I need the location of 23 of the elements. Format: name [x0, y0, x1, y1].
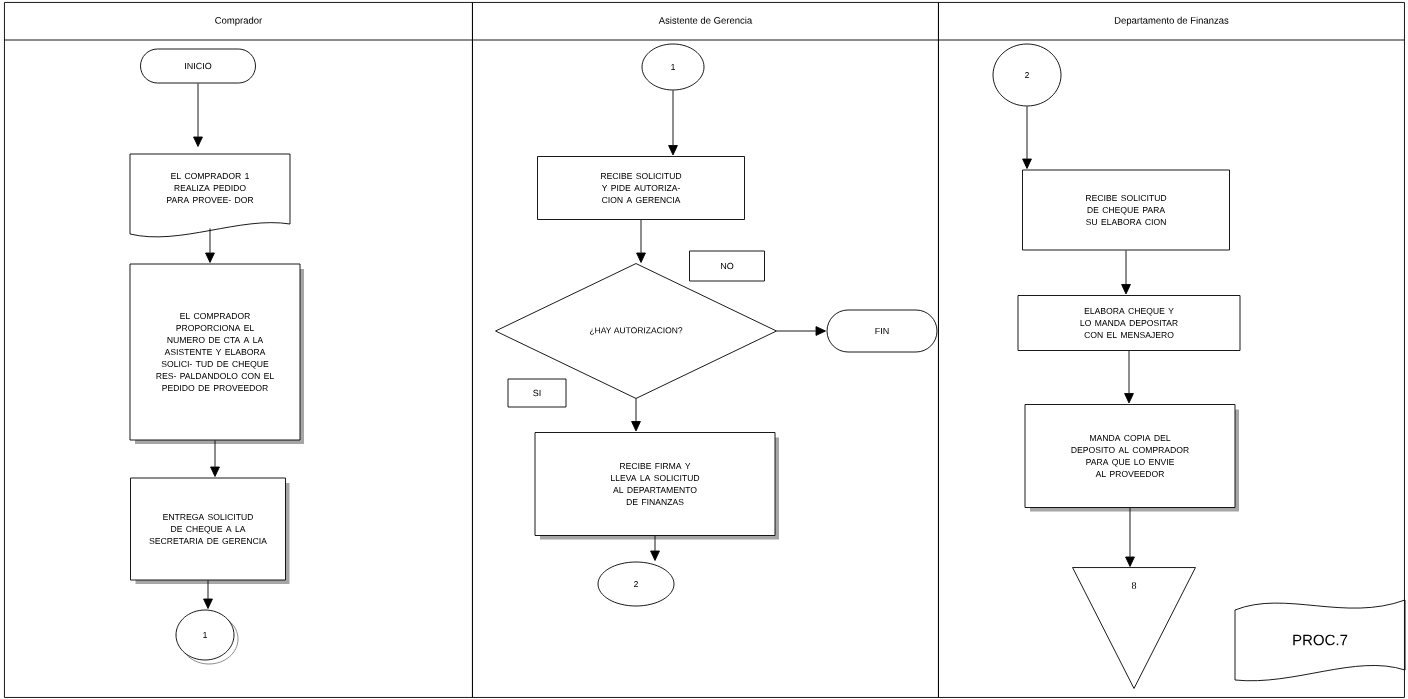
arrow: [1121, 250, 1131, 295]
arrow: [776, 326, 826, 336]
process-box: MANDA COPIA DEL DEPOSITO AL COMPRADOR PARA QUE LO ENVIE AL PROVEEDOR: [1024, 404, 1239, 512]
arrow: [668, 90, 678, 156]
process-box: RECIBE SOLICITUD Y PIDE AUTORIZA- CION A GERENCIA: [537, 156, 745, 220]
arrow: [193, 83, 203, 147]
offpage-triangle: 8: [1072, 567, 1196, 689]
arrow: [205, 228, 215, 263]
branch-label-box: SI: [507, 378, 567, 408]
arrow: [631, 398, 641, 432]
arrow: [203, 580, 213, 609]
process-box: EL COMPRADOR PROPORCIONA EL NUMERO DE CTA A LA ASISTENTE Y ELABORA SOLICI- TUD DE CHEQUE RES- PALDANDOLO CON EL PEDIDO DE PROVEEDOR: [129, 263, 304, 444]
arrow: [1124, 350, 1134, 404]
arrow: [650, 535, 660, 561]
arrow: [1022, 106, 1032, 169]
arrow: [210, 440, 220, 477]
arrow: [636, 219, 646, 263]
process-box: ELABORA CHEQUE Y LO MANDA DEPOSITAR CON EL MENSAJERO: [1017, 295, 1241, 351]
process-box: ENTREGA SOLICITUD DE CHEQUE A LA SECRETARIA DE GERENCIA: [130, 477, 290, 584]
process-box: RECIBE FIRMA Y LLEVA LA SOLICITUD AL DEPARTAMENTO DE FINANZAS: [534, 432, 779, 540]
process-box: RECIBE SOLICITUD DE CHEQUE PARA SU ELABORA CION: [1022, 169, 1230, 251]
arrow: [1125, 507, 1135, 567]
branch-label-box: NO: [689, 250, 765, 282]
